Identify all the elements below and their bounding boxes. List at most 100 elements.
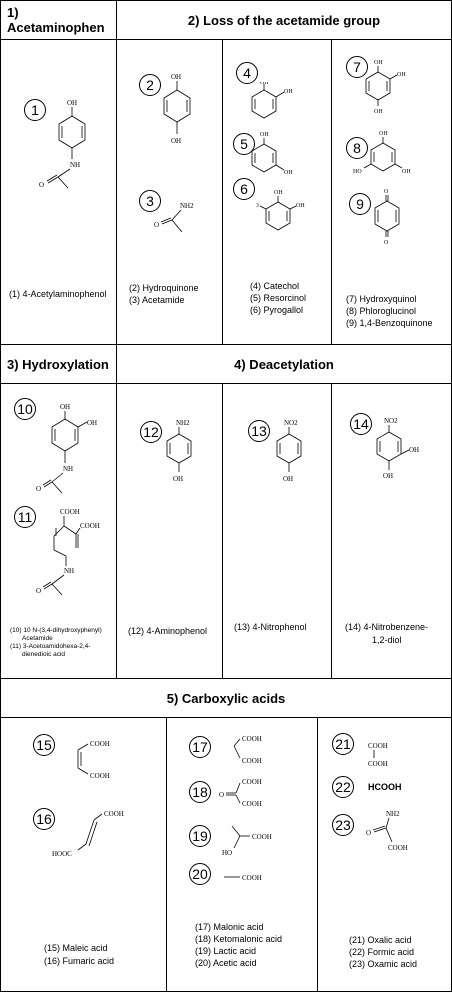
atom-label: NH2: [180, 202, 194, 210]
caption-compound-13: (13) 4-Nitrophenol: [234, 622, 307, 632]
header-loss-acetamide: 2) Loss of the acetamide group: [116, 0, 452, 40]
structure-resorcinol: OH OH: [251, 132, 293, 176]
caption-compound-5: (5) Resorcinol: [250, 293, 307, 303]
compound-number-14-text: 14: [353, 416, 369, 432]
atom-label: O: [39, 181, 44, 189]
atom-label: HO: [222, 849, 232, 857]
caption-compound-10-line2: Acetamide: [22, 635, 53, 642]
atom-label: NO2: [384, 417, 398, 425]
header-carboxylic-acids-text: 5) Carboxylic acids: [166, 690, 286, 706]
atom-label: OH: [260, 82, 269, 86]
atom-label: NH2: [386, 810, 400, 818]
cell-compounds-15-16: [0, 717, 167, 992]
caption-compound-2: (2) Hydroquinone: [129, 283, 199, 293]
caption-compound-16: (16) Fumaric acid: [44, 956, 115, 966]
compound-number-5-text: 5: [240, 136, 248, 152]
compound-number-14: 14: [350, 413, 372, 435]
structure-lactic-acid: COOH HO: [222, 825, 272, 857]
compound-number-19: 19: [189, 825, 211, 847]
atom-label: HO: [256, 203, 259, 209]
atom-label: NH: [70, 161, 80, 169]
atom-label: NH: [64, 567, 74, 575]
atom-label: OH: [60, 403, 70, 411]
atom-label: OH: [402, 169, 411, 175]
cell-compound-14: [331, 383, 452, 679]
atom-label: OH: [296, 203, 305, 209]
compound-number-19-text: 19: [192, 828, 208, 844]
compound-number-18-text: 18: [192, 784, 208, 800]
compound-number-9: 9: [349, 193, 371, 215]
header-deacetylation-text: 4) Deacetylation: [234, 356, 334, 372]
compound-number-20-text: 20: [192, 866, 208, 882]
compound-number-23-text: 23: [335, 817, 351, 833]
compound-number-5: 5: [233, 133, 255, 155]
caption-compound-21: (21) Oxalic acid: [349, 935, 412, 945]
compound-number-4: 4: [236, 62, 258, 84]
structure-benzoquinone: O O: [374, 189, 400, 246]
compound-number-4-text: 4: [243, 65, 251, 81]
caption-compound-11-line2: dienedioic acid: [22, 651, 66, 658]
atom-label: HOOC: [52, 850, 72, 858]
atom-label: O: [366, 829, 371, 837]
header-acetaminophen-text: 1) Acetaminophen: [7, 5, 105, 35]
caption-compound-6: (6) Pyrogallol: [250, 305, 304, 315]
compound-number-13-text: 13: [251, 423, 267, 439]
atom-label: O: [384, 240, 389, 246]
compound-number-22: 22: [332, 776, 354, 798]
atom-label: OH: [173, 475, 183, 483]
header-hydroxylation: 3) Hydroxylation: [0, 344, 117, 384]
atom-label: OH: [397, 72, 406, 78]
compound-number-2: 2: [139, 74, 161, 96]
structure-maleic-acid: COOH COOH: [77, 740, 110, 780]
caption-compound-11: (11) 3-Acetoamidohexa-2,4-: [10, 643, 91, 650]
structure-oxalic-acid: COOH COOH: [368, 742, 388, 768]
atom-label: OH: [379, 131, 388, 137]
structure-phloroglucinol: OH HO OH: [353, 131, 411, 175]
atom-label: COOH: [388, 844, 408, 852]
compound-number-10-text: 10: [17, 401, 33, 417]
atom-label: OH: [67, 99, 77, 107]
compound-number-13: 13: [248, 420, 270, 442]
header-carboxylic-acids: 5) Carboxylic acids: [0, 678, 452, 718]
atom-label: OH: [171, 73, 181, 81]
caption-compound-1: (1) 4-Acetylaminophenol: [9, 289, 107, 299]
caption-compound-14-line2: 1,2-diol: [372, 635, 402, 645]
caption-compound-23: (23) Oxamic acid: [349, 959, 418, 969]
atom-label: COOH: [242, 735, 262, 743]
atom-label: OH: [409, 446, 419, 454]
cell-compounds-2-3: [116, 39, 223, 345]
structure-4-acetylaminophenol: OH NH O: [39, 99, 86, 189]
atom-label: OH: [374, 109, 383, 115]
structure-nitrophenol: NO2 OH: [276, 419, 302, 483]
compound-number-7-text: 7: [353, 59, 361, 75]
caption-compound-9: (9) 1,4-Benzoquinone: [346, 318, 433, 328]
caption-compound-7: (7) Hydroxyquinol: [346, 294, 417, 304]
atom-label: COOH: [104, 810, 124, 818]
atom-label: COOH: [90, 740, 110, 748]
atom-label: COOH: [90, 772, 110, 780]
caption-compound-14: (14) 4-Nitrobenzene-: [345, 622, 429, 632]
caption-compound-3: (3) Acetamide: [129, 295, 185, 305]
atom-label: COOH: [242, 757, 262, 765]
atom-label: COOH: [368, 760, 388, 768]
atom-label: NH2: [176, 419, 190, 427]
compound-number-20: 20: [189, 863, 211, 885]
compound-number-15-text: 15: [36, 737, 52, 753]
compound-number-18: 18: [189, 781, 211, 803]
atom-label: O: [36, 587, 41, 595]
compound-number-21-text: 21: [335, 736, 351, 752]
compound-number-8-text: 8: [353, 140, 361, 156]
atom-label: NH: [63, 465, 73, 473]
atom-label: OH: [284, 89, 293, 95]
structure-acetoamidohexa-dienedioic-acid: COOH COOH NH O: [36, 508, 100, 596]
compound-number-23: 23: [332, 814, 354, 836]
cell-compounds-17-20: [166, 717, 318, 992]
atom-label: COOH: [60, 508, 80, 516]
atom-label: OH: [283, 475, 293, 483]
compound-number-22-text: 22: [335, 779, 351, 795]
atom-label: OH: [383, 472, 393, 480]
compound-number-11-text: 11: [17, 509, 33, 525]
structure-fumaric-acid: COOH HOOC: [52, 810, 124, 858]
atom-label: NO2: [284, 419, 298, 427]
atom-label: O: [384, 189, 389, 195]
